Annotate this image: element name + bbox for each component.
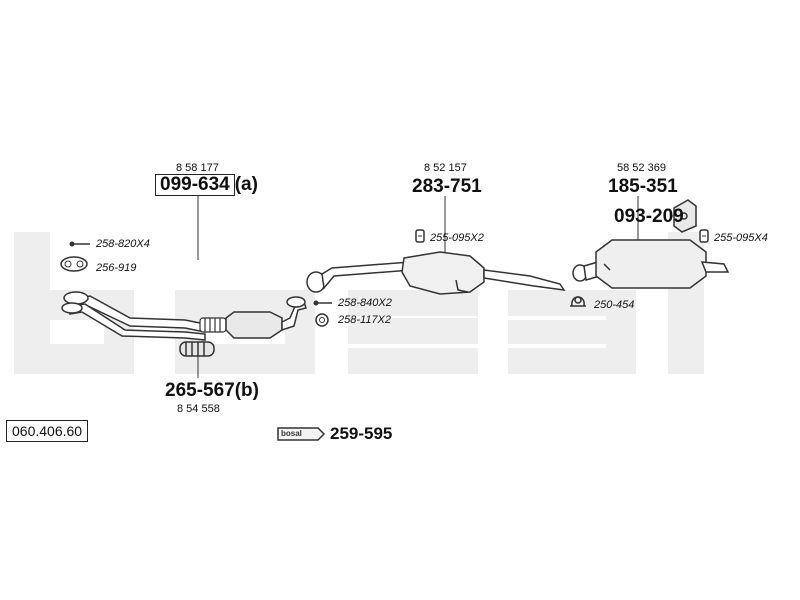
flex-section-icon <box>199 317 227 333</box>
ring-cat-label[interactable]: 258-117X2 <box>338 314 392 326</box>
front-pipe-icon <box>61 291 206 341</box>
front-pipe-label[interactable]: 099-634(a) <box>155 174 258 196</box>
rear-silencer-part-number[interactable]: 185-351 <box>608 176 678 197</box>
clamp-middle-label[interactable]: 255-095X2 <box>430 232 484 244</box>
front-pipe-ref: 8 58 177 <box>176 162 219 174</box>
gasket-front-icon <box>60 256 88 272</box>
middle-silencer-ref: 8 52 157 <box>424 162 467 174</box>
front-pipe-suffix: (a) <box>234 174 258 195</box>
rear-silencer-icon <box>572 239 730 289</box>
clamp-rear-label[interactable]: 255-095X4 <box>714 232 768 244</box>
ring-cat-icon <box>315 313 329 327</box>
bolt-front-icon <box>69 241 90 247</box>
middle-silencer-part-number[interactable]: 283-751 <box>412 176 482 197</box>
rubber-rear-icon <box>570 296 586 307</box>
flex-pipe-part-number: 265-567 <box>165 380 235 401</box>
assembly-paste-part-number[interactable]: 259-595 <box>330 424 393 443</box>
rear-silencer-ref: 58 52 369 <box>617 162 666 174</box>
bolt-cat-label[interactable]: 258-840X2 <box>338 297 392 309</box>
rubber-rear-label[interactable]: 250-454 <box>594 299 635 311</box>
flex-pipe-label[interactable]: 265-567(b) <box>165 380 259 402</box>
rear-mount-part-number[interactable]: 093-209 <box>614 206 684 227</box>
middle-silencer-icon <box>306 251 566 295</box>
bolt-cat-icon <box>313 300 332 306</box>
assembly-paste-icon <box>277 427 326 441</box>
paste-brand: bosal <box>281 429 302 438</box>
catalytic-converter-icon <box>225 296 307 339</box>
clamp-rear-icon <box>699 229 709 243</box>
bolt-front-label[interactable]: 258-820X4 <box>96 238 150 250</box>
rear-mount-icon <box>673 199 697 233</box>
flex-pipe-ref: 8 54 558 <box>177 403 220 415</box>
document-code: 060.406.60 <box>6 420 89 442</box>
clamp-middle-icon <box>415 229 425 243</box>
flex-pipe-suffix: (b) <box>234 380 259 401</box>
gasket-front-label[interactable]: 256-919 <box>96 262 137 274</box>
flex-pipe-part-icon <box>179 341 215 357</box>
front-pipe-part-number: 099-634 <box>155 174 235 196</box>
